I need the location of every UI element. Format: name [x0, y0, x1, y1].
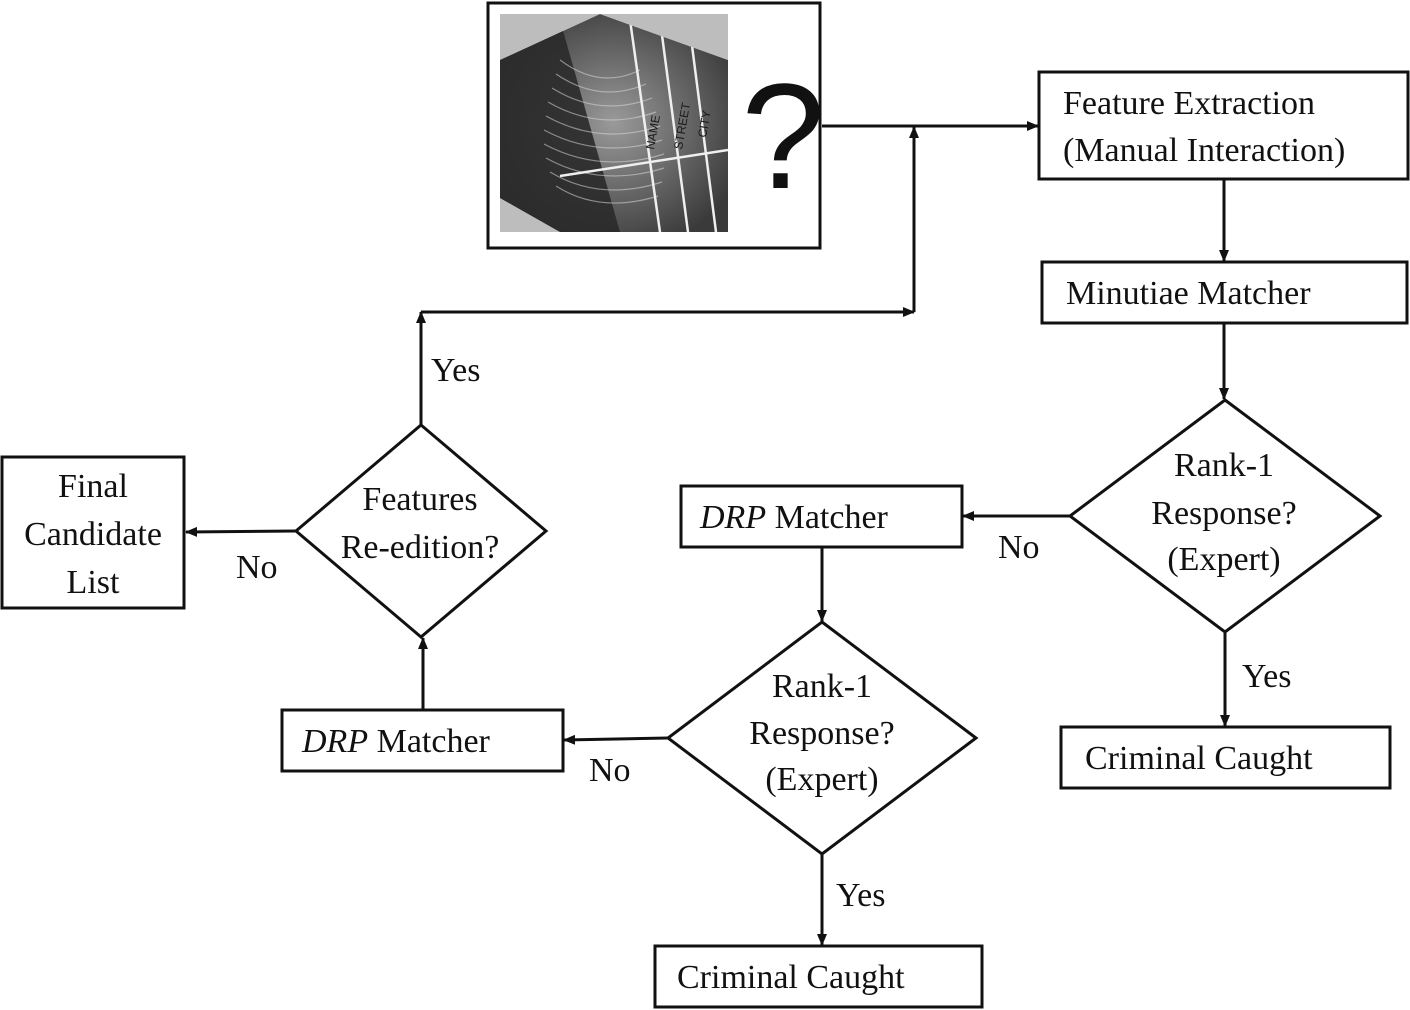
- features-reedition-decision: Features Re-edition?: [293, 423, 549, 639]
- arrow-rank1-2-no-to-drp-2: [563, 734, 669, 745]
- drp-matcher-label-2: DRP Matcher: [301, 723, 491, 760]
- edge-label-yes-reedition: Yes: [431, 352, 480, 389]
- rank1-decision-2-line1: Rank-1: [772, 668, 872, 705]
- feature-extraction-line2: (Manual Interaction): [1063, 132, 1345, 169]
- rank1-decision-2-line2: Response?: [749, 715, 894, 752]
- final-candidate-list-box: Final Candidate List: [0, 455, 186, 610]
- question-mark: ?: [741, 52, 824, 220]
- edge-label-no-rank1-2: No: [589, 752, 631, 789]
- rank1-decision-2-line3: (Expert): [765, 761, 878, 798]
- criminal-caught-box-2: Criminal Caught: [653, 944, 984, 1009]
- drp-matcher-label-1: DRP Matcher: [699, 499, 889, 536]
- feature-extraction-line1: Feature Extraction: [1063, 85, 1315, 122]
- features-reedition-line1: Features: [362, 481, 477, 518]
- rank1-decision-2: Rank-1 Response? (Expert): [665, 620, 979, 856]
- drp-matcher-box-2: DRP Matcher: [280, 708, 565, 773]
- final-candidate-line2: Candidate: [24, 516, 162, 553]
- fingerprint-card: NAME STREET CITY: [500, 14, 728, 232]
- connectors: [185, 121, 1230, 946]
- drp-matcher-box-1: DRP Matcher: [679, 484, 964, 549]
- final-candidate-line3: List: [67, 564, 120, 601]
- rank1-decision-1-line2: Response?: [1151, 495, 1296, 532]
- minutiae-matcher-box: Minutiae Matcher: [1040, 260, 1409, 325]
- criminal-caught-label-1: Criminal Caught: [1085, 740, 1313, 777]
- edge-label-no-rank1-1: No: [998, 529, 1040, 566]
- features-reedition-line2: Re-edition?: [341, 529, 500, 566]
- criminal-caught-box-1: Criminal Caught: [1059, 725, 1392, 790]
- edge-label-yes-rank1-2: Yes: [836, 877, 885, 914]
- criminal-caught-label-2: Criminal Caught: [677, 959, 905, 996]
- edge-label-no-reedition: No: [236, 549, 278, 586]
- arrow-reedition-no-to-final: [185, 526, 297, 537]
- edge-label-yes-rank1-1: Yes: [1242, 658, 1291, 695]
- final-candidate-line1: Final: [58, 468, 128, 505]
- latent-fingerprint-image: NAME STREET CITY ?: [486, 1, 825, 250]
- card-ruling-lines: [559, 19, 728, 232]
- rank1-decision-1: Rank-1 Response? (Expert): [1067, 398, 1383, 634]
- rank1-decision-1-line3: (Expert): [1167, 541, 1280, 578]
- card-label-city: CITY: [695, 109, 714, 138]
- card-label-name: NAME: [643, 114, 663, 151]
- feature-extraction-box: Feature Extraction (Manual Interaction): [1037, 70, 1410, 181]
- minutiae-matcher-label: Minutiae Matcher: [1066, 275, 1311, 312]
- rank1-decision-1-line1: Rank-1: [1174, 447, 1274, 484]
